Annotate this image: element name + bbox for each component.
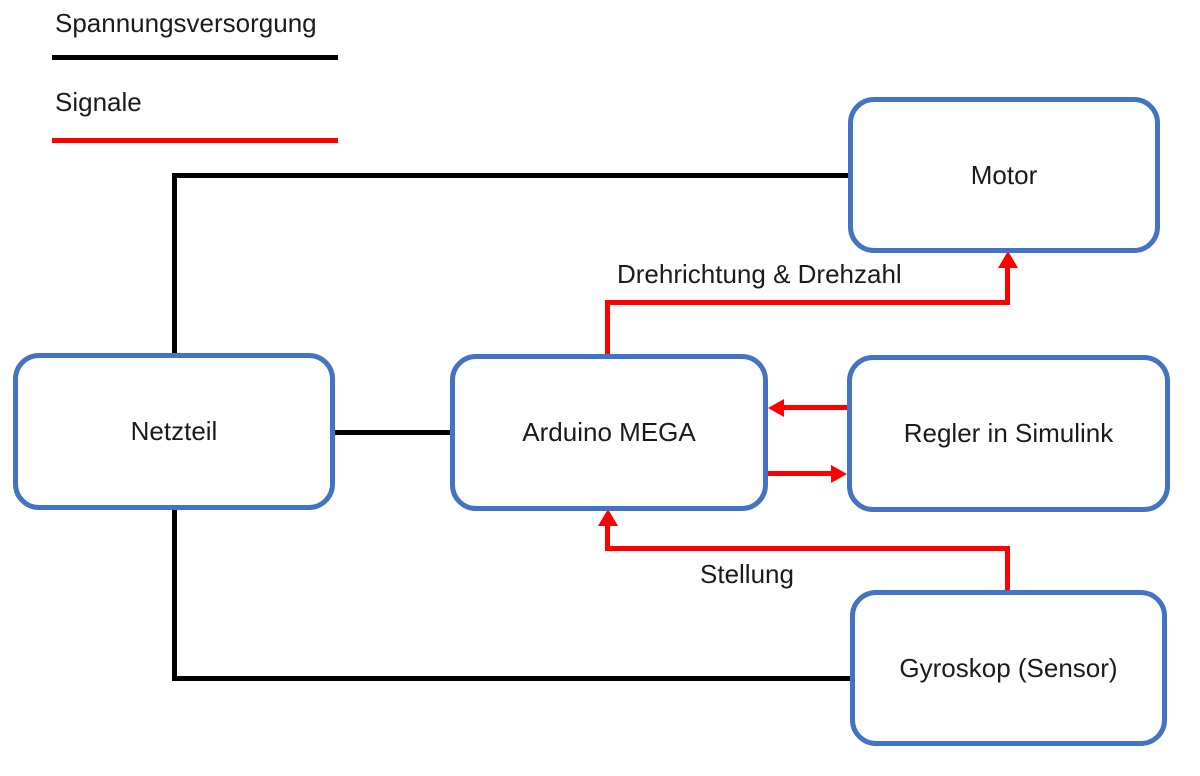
power-line-netzteil-motor-horizontal [172,173,848,178]
node-arduino-mega: Arduino MEGA [450,354,768,511]
power-line-netzteil-gyroskop-vertical [172,510,177,681]
legend-swatch-signal-line [52,138,338,143]
signal-line-gyroskop-arduino-riser [1005,546,1010,590]
node-motor-label: Motor [970,159,1038,190]
signal-line-gyroskop-arduino-horizontal [605,546,1010,551]
node-motor: Motor [848,97,1160,253]
arrowhead-into-motor-icon [998,251,1018,268]
legend-label-signal: Signale [55,87,142,117]
node-netzteil: Netzteil [13,353,335,510]
node-arduino-mega-label: Arduino MEGA [522,417,696,447]
arrowhead-into-arduino-left-icon [768,399,784,417]
signal-line-arduino-motor-horizontal [605,300,1010,305]
node-gyroskop-sensor-label: Gyroskop (Sensor) [899,652,1118,683]
power-line-netzteil-gyroskop-horizontal [172,676,850,681]
edge-label-drehrichtung-drehzahl: Drehrichtung & Drehzahl [617,259,902,289]
signal-line-gyroskop-arduino-vertical [605,526,610,551]
arrowhead-into-regler-icon [831,465,847,483]
edge-label-stellung: Stellung [700,559,794,589]
node-regler-simulink-label: Regler in Simulink [903,418,1114,448]
power-line-netzteil-arduino [335,430,450,435]
signal-line-arduino-motor-riser [605,300,610,354]
signal-line-arduino-regler [768,471,833,476]
power-line-netzteil-motor-vertical [172,173,177,353]
legend-swatch-power-line [52,55,338,60]
arrowhead-into-arduino-up-icon [598,509,618,526]
node-netzteil-label: Netzteil [130,416,218,446]
node-regler-simulink: Regler in Simulink [847,355,1170,512]
legend-label-power: Spannungsversorgung [55,8,317,38]
signal-line-arduino-motor-vertical [1005,266,1010,305]
signal-line-regler-arduino [782,405,847,410]
node-gyroskop-sensor: Gyroskop (Sensor) [850,590,1167,746]
